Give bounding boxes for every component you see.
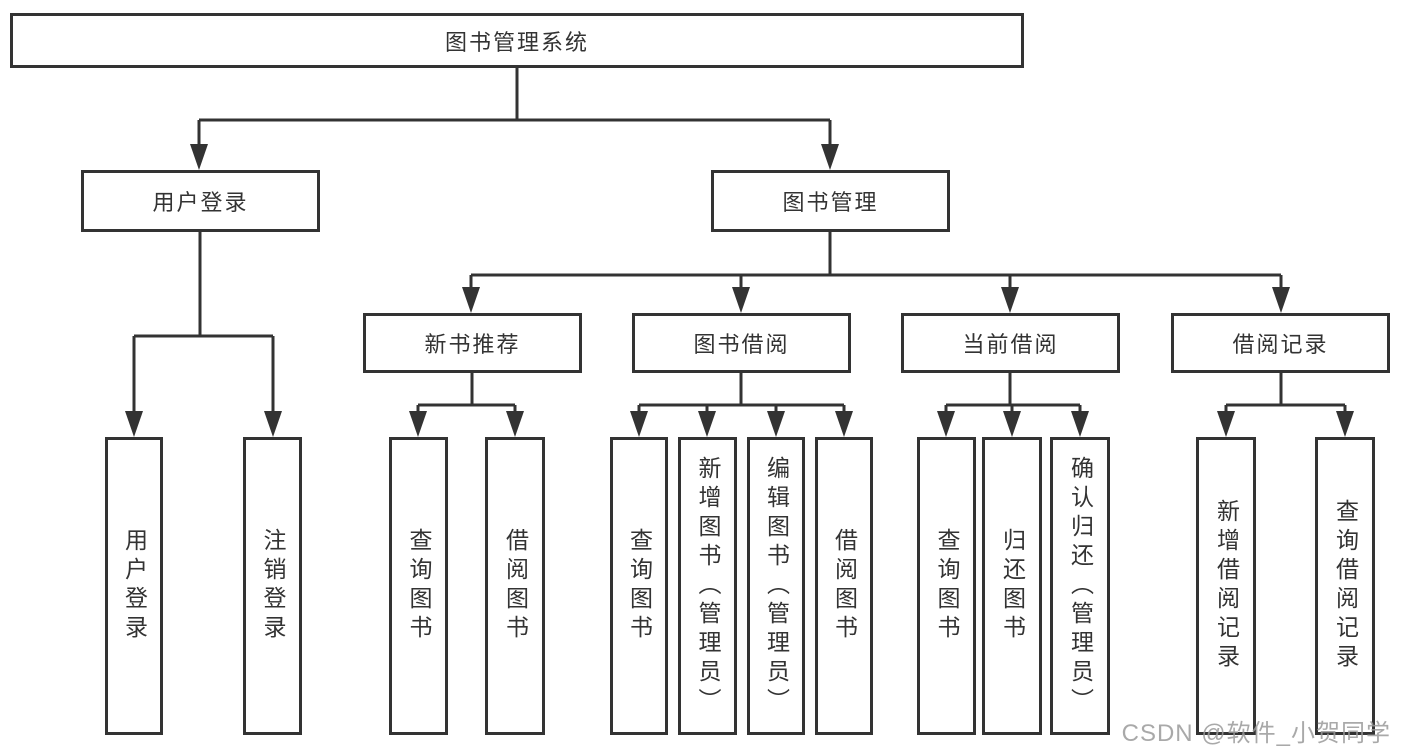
- node-label: 图书管理系统: [444, 29, 589, 55]
- node-leaf-logout: 注销登录: [243, 437, 302, 735]
- node-current-borrow: 当前借阅: [901, 313, 1120, 373]
- node-leaf-query-books-borrow: 查询图书: [610, 437, 668, 735]
- node-label: 编辑图书（管理员）: [763, 455, 790, 717]
- node-new-book-recommend: 新书推荐: [363, 313, 582, 373]
- node-label: 借阅记录: [1232, 332, 1329, 357]
- node-leaf-borrow-books-newbooks: 借阅图书: [485, 437, 545, 735]
- node-label: 注销登录: [260, 528, 286, 644]
- node-label: 借阅图书: [831, 528, 858, 644]
- node-label: 归还图书: [999, 528, 1026, 644]
- node-leaf-user-login: 用户登录: [105, 437, 163, 735]
- node-label: 新增图书（管理员）: [695, 455, 721, 717]
- node-label: 新书推荐: [424, 332, 521, 357]
- node-book-management: 图书管理: [711, 170, 950, 232]
- node-label: 查询图书: [934, 528, 960, 644]
- node-leaf-confirm-return-admin: 确认归还（管理员）: [1050, 437, 1110, 735]
- node-leaf-query-books-current: 查询图书: [917, 437, 976, 735]
- node-leaf-borrow-books-borrow: 借阅图书: [815, 437, 873, 735]
- node-label: 用户登录: [152, 190, 249, 215]
- node-book-borrow: 图书借阅: [632, 313, 851, 373]
- node-leaf-edit-book-admin: 编辑图书（管理员）: [747, 437, 805, 735]
- node-label: 借阅图书: [502, 528, 529, 644]
- node-borrow-records: 借阅记录: [1171, 313, 1390, 373]
- node-leaf-return-books: 归还图书: [982, 437, 1042, 735]
- node-leaf-add-book-admin: 新增图书（管理员）: [678, 437, 737, 735]
- node-leaf-query-books-newbooks: 查询图书: [389, 437, 448, 735]
- node-label: 当前借阅: [962, 332, 1059, 357]
- node-root: 图书管理系统: [10, 13, 1024, 68]
- node-label: 图书借阅: [693, 332, 790, 357]
- node-user-login: 用户登录: [81, 170, 320, 232]
- node-leaf-query-borrow-record: 查询借阅记录: [1315, 437, 1375, 735]
- csdn-watermark: CSDN @软件_小贺同学: [1121, 720, 1391, 747]
- node-label: 查询借阅记录: [1332, 499, 1359, 673]
- node-leaf-add-borrow-record: 新增借阅记录: [1196, 437, 1256, 735]
- node-label: 图书管理: [782, 190, 879, 215]
- node-label: 查询图书: [626, 528, 653, 644]
- node-label: 确认归还（管理员）: [1067, 455, 1094, 717]
- node-label: 查询图书: [406, 528, 432, 644]
- node-label: 用户登录: [121, 528, 148, 644]
- node-label: 新增借阅记录: [1213, 499, 1240, 673]
